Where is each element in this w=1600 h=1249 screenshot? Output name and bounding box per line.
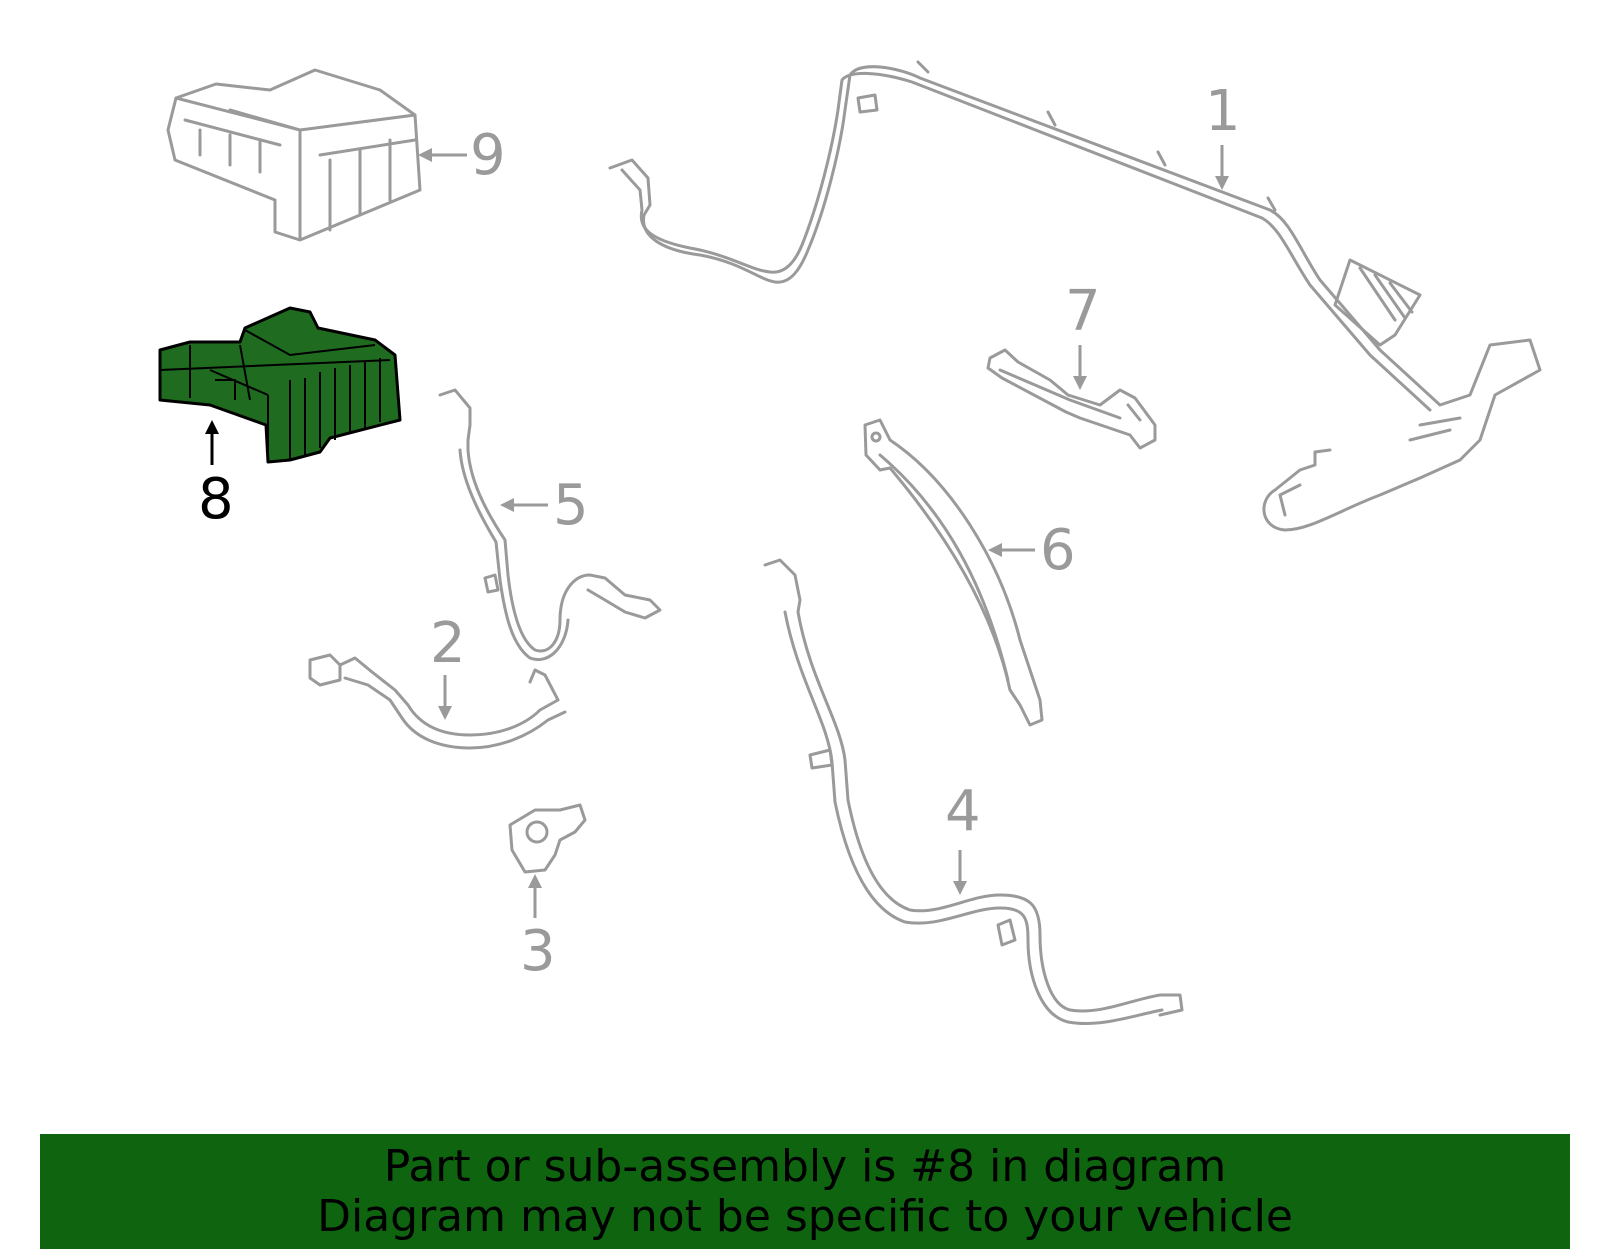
banner-line-1: Part or sub-assembly is #8 in diagram: [383, 1140, 1227, 1192]
part-1-cable[interactable]: [608, 60, 1542, 532]
arrow-8: [205, 420, 219, 465]
arrow-3: [528, 874, 542, 918]
callout-8: 8: [198, 467, 234, 532]
part-4-cable[interactable]: [763, 558, 1184, 1026]
callout-3: 3: [520, 919, 556, 984]
part-5-cable[interactable]: [438, 388, 662, 661]
arrow-2: [438, 675, 452, 720]
callout-5: 5: [553, 473, 589, 538]
callout-9: 9: [470, 123, 506, 188]
part-9-cover[interactable]: [166, 68, 422, 242]
arrow-1: [1215, 145, 1229, 190]
arrow-9: [418, 148, 467, 162]
part-7-bracket[interactable]: [986, 348, 1157, 450]
info-banner: Part or sub-assembly is #8 in diagram Di…: [40, 1134, 1570, 1249]
part-3-sensor[interactable]: [508, 803, 587, 874]
arrow-4: [953, 850, 967, 895]
part-2-cable[interactable]: [308, 653, 567, 750]
arrow-6: [988, 543, 1035, 557]
banner-line-2: Diagram may not be specific to your vehi…: [317, 1190, 1293, 1242]
callout-6: 6: [1040, 518, 1076, 583]
part-6-strap[interactable]: [863, 418, 1044, 727]
arrow-5: [500, 498, 548, 512]
callout-7: 7: [1065, 279, 1101, 344]
arrow-7: [1073, 345, 1087, 390]
callout-1: 1: [1205, 79, 1241, 144]
callout-4: 4: [945, 779, 981, 844]
part-8-box[interactable]: [158, 306, 402, 464]
callout-2: 2: [430, 611, 466, 676]
